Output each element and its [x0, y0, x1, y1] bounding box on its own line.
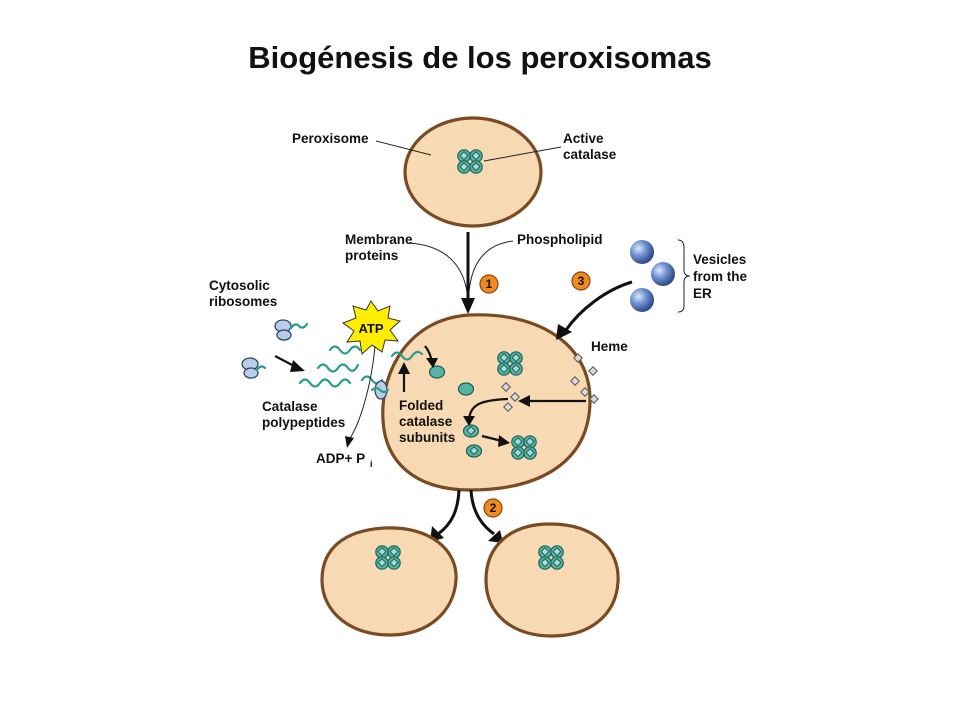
- label-peroxisome: Peroxisome: [292, 131, 369, 146]
- svg-text:1: 1: [486, 277, 493, 291]
- label-membrane: Membrane: [345, 232, 413, 247]
- label-polypeptides: polypeptides: [262, 415, 345, 430]
- svg-text:3: 3: [578, 274, 585, 288]
- arrow-head-folding: [463, 416, 475, 426]
- label-vesicles: Vesicles: [693, 252, 746, 267]
- catalase-subunit: [428, 365, 446, 379]
- step-3-badge: [571, 271, 591, 291]
- arrow-head-adp: [345, 436, 354, 448]
- label-folded: Folded: [399, 398, 443, 413]
- er-vesicle: [630, 288, 654, 312]
- heme-bound-subunit: [462, 424, 480, 438]
- label-from-the: from the: [693, 269, 747, 284]
- heme-molecules: [501, 353, 599, 412]
- label-catalase-poly: Catalase: [262, 399, 318, 414]
- label-ribosomes: ribosomes: [209, 294, 277, 309]
- arrow-head-translation: [290, 360, 305, 372]
- arrow-head-down-1: [461, 298, 475, 314]
- peroxisome-importer: [370, 380, 390, 400]
- label-membrane-proteins: proteins: [345, 248, 398, 263]
- label-phospholipid: Phospholipid: [517, 232, 603, 247]
- label-adp-pi: ADP+ P: [316, 451, 365, 466]
- label-er: ER: [693, 286, 712, 301]
- er-vesicle: [630, 240, 654, 264]
- label-folded-catalase: catalase: [399, 414, 453, 429]
- label-active: Active: [563, 131, 604, 146]
- daughter-peroxisome-right: [484, 522, 620, 638]
- ribosome: [274, 319, 292, 341]
- step-2-badge: [483, 498, 503, 518]
- ribosome: [241, 357, 259, 379]
- label-heme: Heme: [591, 339, 628, 354]
- arrow-head-assembly: [498, 435, 510, 447]
- svg-text:2: 2: [490, 501, 497, 515]
- step-1-badge: [479, 274, 499, 294]
- arrow-head-vesicles: [556, 324, 572, 340]
- page-title: Biogénesis de los peroxisomas: [248, 40, 712, 75]
- label-cytosolic: Cytosolic: [209, 278, 270, 293]
- atp-label: ATP: [358, 321, 383, 336]
- label-subunits: subunits: [399, 430, 455, 445]
- arrow-head-division-right: [488, 530, 503, 543]
- label-active-catalase: catalase: [563, 147, 617, 162]
- label-adp-pi-subscript: i: [370, 459, 373, 469]
- arrow-head-import-2: [426, 358, 438, 368]
- arrow-head-import: [398, 362, 410, 374]
- er-vesicle: [651, 262, 675, 286]
- heme-bound-subunit: [465, 444, 483, 458]
- catalase-subunit: [457, 382, 475, 396]
- daughter-peroxisome-left: [320, 526, 458, 637]
- arrow-head-heme: [518, 395, 530, 407]
- atp-burst: [341, 300, 402, 355]
